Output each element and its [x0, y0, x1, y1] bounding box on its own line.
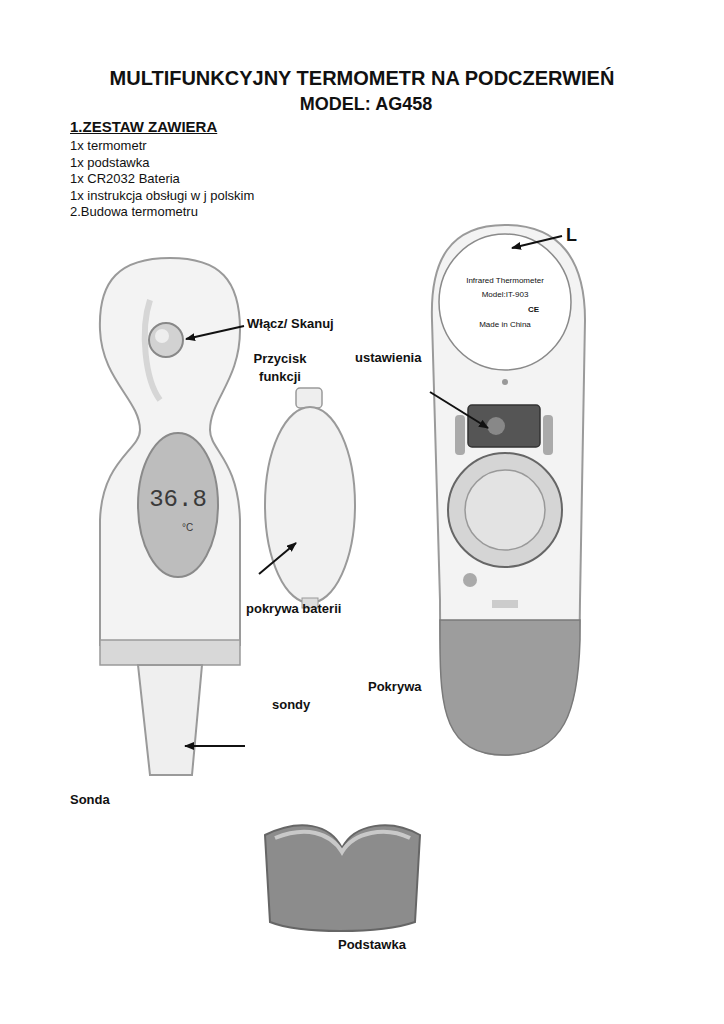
part-label: L — [566, 225, 577, 247]
part-label: Pokrywa — [368, 679, 421, 695]
base-highlight — [275, 832, 410, 852]
leader-line — [512, 236, 562, 248]
base-stand — [265, 825, 420, 931]
leader-line — [186, 326, 244, 339]
part-label: Sonda — [70, 792, 110, 808]
leader-line — [430, 392, 488, 428]
thermometer-front — [100, 258, 240, 775]
page-title: MULTIFUNKCYJNY TERMOMETR NA PODCZERWIEŃ — [0, 66, 724, 90]
part-label: ustawienia — [355, 350, 421, 366]
part-label: Przycisk funkcji — [238, 350, 322, 386]
list-item: 1x instrukcja obsługi w j polskim — [70, 188, 254, 204]
sticker-text: CE — [528, 305, 539, 315]
list-item: 1x podstawka — [70, 155, 150, 171]
section-heading: 1.ZESTAW ZAWIERA — [70, 118, 217, 136]
leader-line — [185, 745, 245, 747]
part-label: Włącz/ Skanuj — [247, 316, 334, 332]
section-heading: 2.Budowa termometru — [70, 204, 198, 220]
sticker-text: Infrared Thermometer — [450, 276, 560, 286]
leader-line — [259, 543, 296, 574]
part-label: Podstawka — [338, 937, 406, 953]
lcd-unit: °C — [182, 522, 193, 534]
part-label: pokrywa baterii — [246, 601, 341, 617]
list-item: 1x termometr — [70, 138, 147, 154]
list-item: 1x CR2032 Bateria — [70, 171, 180, 187]
model-heading: MODEL: AG458 — [4, 94, 724, 116]
thermometer-back — [432, 225, 585, 755]
sticker-text: Model:IT-903 — [450, 290, 560, 300]
part-label: sondy — [272, 697, 310, 713]
battery-cover — [265, 388, 355, 608]
sticker-text: Made in China — [450, 320, 560, 330]
lcd-reading: 36.8 — [140, 486, 216, 515]
